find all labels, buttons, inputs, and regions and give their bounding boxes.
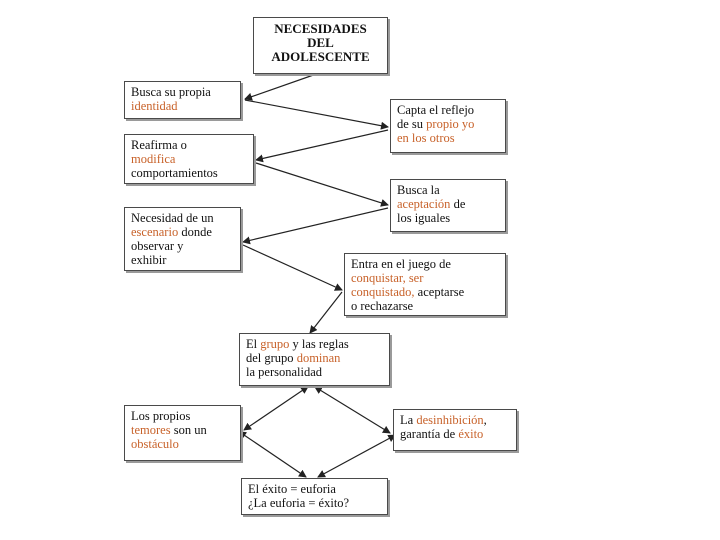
box-line: los iguales [397,211,499,225]
highlighted-text: desinhibición [416,413,484,427]
arrow-desinhibicion-euforia [317,434,397,478]
highlighted-text: grupo [260,337,290,351]
box-line: identidad [131,99,234,113]
box-line: Necesidad de un [131,211,234,225]
box-text: del grupo [246,351,297,365]
box-text: Capta el reflejo [397,103,475,117]
box-text: comportamientos [131,166,218,180]
box-line: en los otros [397,131,499,145]
box-line: obstáculo [131,437,234,451]
box-line: El grupo y las reglas [246,337,383,351]
box-line: El éxito = euforia [248,482,381,496]
box-text: garantía de [400,427,459,441]
box-line: garantía de éxito [400,427,510,441]
box-line: temores son un [131,423,234,437]
box-text: ¿La euforia = éxito? [248,496,350,510]
title-line: ADOLESCENTE [271,49,370,64]
arrow-reafirma-to-aceptacion [255,162,389,207]
box-line: del grupo dominan [246,351,383,365]
box-line: o rechazarse [351,299,499,313]
box-line: Reafirma o [131,138,247,152]
box-line: Los propios [131,409,234,423]
box-text: Entra en el juego de [351,257,451,271]
box-line: Capta el reflejo [397,103,499,117]
box-text: Busca la [397,183,440,197]
arrow-aceptacion-to-escenario [242,207,389,245]
box-line: observar y [131,239,234,253]
arrow-conquistar-to-grupo [309,291,343,334]
box-line: la personalidad [246,365,383,379]
box-line: conquistar, ser [351,271,499,285]
box-text: El [246,337,261,351]
box-line: La desinhibición, [400,413,510,427]
box-text: Busca su propia [131,85,211,99]
box-line: exhibir [131,253,234,267]
box-text: la personalidad [246,365,323,379]
highlighted-text: escenario [131,225,179,239]
box-text: y las reglas [289,337,349,351]
box-line: comportamientos [131,166,247,180]
highlighted-text: aceptación [397,197,451,211]
highlighted-text: temores [131,423,171,437]
highlighted-text: obstáculo [131,437,179,451]
box-text: donde [178,225,212,239]
box-text: aceptarse [414,285,465,299]
box-text: , [483,413,487,427]
box-line: Entra en el juego de [351,257,499,271]
box-text: de [450,197,466,211]
box-line: Busca su propia [131,85,234,99]
arrow-title-to-identidad [244,71,323,101]
box-line: aceptación de [397,197,499,211]
arrow-temores-euforia [238,431,307,478]
desinhibicion-box: La desinhibición,garantía de éxito [393,409,517,451]
arrow-identidad-to-reflejo [244,99,389,130]
box-text: Los propios [131,409,191,423]
box-line: modifica [131,152,247,166]
box-text: La [400,413,417,427]
euforia-box: El éxito = euforia¿La euforia = éxito? [241,478,388,515]
highlighted-text: conquistar, ser [351,271,424,285]
arrow-escenario-to-conquistar [242,244,343,291]
box-text: o rechazarse [351,299,414,313]
box-line: Busca la [397,183,499,197]
box-text: los iguales [397,211,451,225]
box-text: exhibir [131,253,167,267]
box-text: Necesidad de un [131,211,214,225]
highlighted-text: propio yo [426,117,475,131]
box-text: Reafirma o [131,138,187,152]
arrow-grupo-temores [243,386,309,431]
box-text: de su [397,117,427,131]
title-line: DEL [307,35,334,50]
highlighted-text: conquistado, [351,285,415,299]
box-text: observar y [131,239,184,253]
title-line: NECESIDADES [274,21,367,36]
box-text: son un [170,423,207,437]
box-line: de su propio yo [397,117,499,131]
box-line: ¿La euforia = éxito? [248,496,381,510]
arrow-grupo-desinhibicion [314,386,391,434]
box-line: escenario donde [131,225,234,239]
box-line: conquistado, aceptarse [351,285,499,299]
highlighted-text: modifica [131,152,176,166]
highlighted-text: en los otros [397,131,455,145]
box-text: El éxito = euforia [248,482,336,496]
highlighted-text: dominan [296,351,341,365]
arrow-reflejo-to-reafirma [255,129,389,163]
highlighted-text: identidad [131,99,178,113]
title-box: NECESIDADES DEL ADOLESCENTE [253,17,388,74]
highlighted-text: éxito [458,427,484,441]
